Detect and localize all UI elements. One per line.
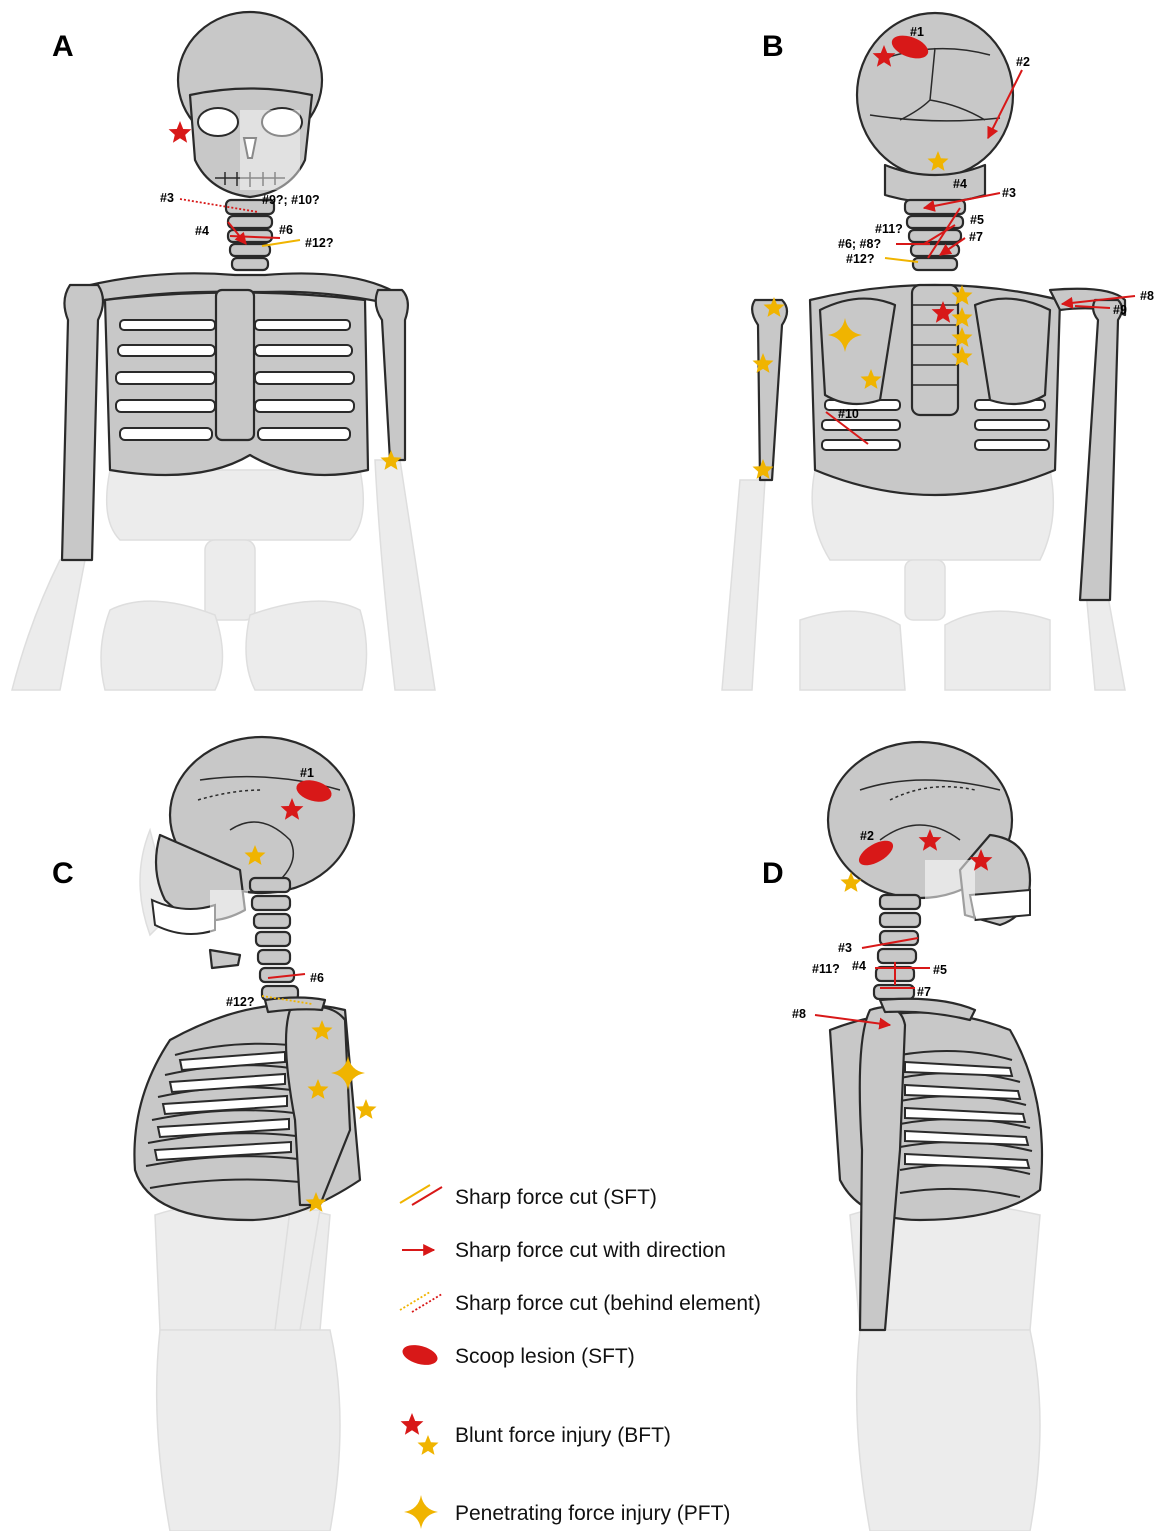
legend-cut-direction: Sharp force cut with direction (402, 1239, 726, 1262)
annotation: #4 (953, 177, 967, 191)
annotation: #11? (812, 962, 840, 976)
legend-label: Scoop lesion (SFT) (455, 1345, 635, 1368)
annotation: #12? (226, 995, 255, 1009)
legend: Sharp force cut (SFT) Sharp force cut wi… (400, 1185, 761, 1529)
annotation: #6; #8? (838, 237, 881, 251)
panel-label-d: D (762, 857, 784, 890)
panel-b: B (722, 13, 1154, 690)
annotation: #6 (310, 971, 324, 985)
blunt-star-yellow (356, 1099, 377, 1119)
legend-penetrating-force: Penetrating force injury (PFT) (404, 1495, 730, 1529)
cervical-spine-a (226, 200, 274, 270)
right-humerus-b (752, 300, 787, 480)
annotation: #10 (838, 407, 859, 421)
panel-d: D (762, 742, 1042, 1531)
panel-label-b: B (762, 30, 784, 63)
annotation: #5 (933, 963, 947, 977)
annotation: #7 (917, 985, 931, 999)
annotation: #2 (860, 829, 874, 843)
panel-label-a: A (52, 30, 74, 63)
annotation: #7 (969, 230, 983, 244)
panel-c: C (52, 737, 377, 1531)
annotation: #12? (846, 252, 875, 266)
annotation: #1 (910, 25, 924, 39)
legend-label: Penetrating force injury (PFT) (455, 1502, 730, 1525)
annotation: #9 (1113, 303, 1127, 317)
panel-label-c: C (52, 857, 74, 890)
legend-blunt-force: Blunt force injury (BFT) (401, 1413, 671, 1455)
annotation: #1 (300, 766, 314, 780)
annotation: #12? (305, 236, 334, 250)
annotation: #8 (792, 1007, 806, 1021)
annotation: #3 (838, 941, 852, 955)
cervical-spine-b (905, 200, 965, 270)
legend-label: Sharp force cut (behind element) (455, 1292, 761, 1315)
annotation: #6 (279, 223, 293, 237)
thorax-back (810, 285, 1060, 495)
legend-sharp-cut: Sharp force cut (SFT) (400, 1185, 657, 1209)
legend-label: Sharp force cut (SFT) (455, 1186, 657, 1209)
annotation: #4 (852, 959, 866, 973)
annotation: #8 (1140, 289, 1154, 303)
blunt-star-red (169, 121, 192, 143)
annotation: #11? (875, 222, 903, 236)
left-humerus-b (1080, 300, 1122, 600)
annotation: #9?; #10? (262, 193, 320, 207)
legend-label: Sharp force cut with direction (455, 1239, 726, 1262)
annotation: #5 (970, 213, 984, 227)
legend-label: Blunt force injury (BFT) (455, 1424, 671, 1447)
ghost-lower-body (722, 470, 1125, 690)
ribcage-a (105, 290, 368, 475)
legend-cut-behind: Sharp force cut (behind element) (400, 1292, 761, 1315)
legend-scoop-lesion: Scoop lesion (SFT) (400, 1342, 634, 1369)
cervical-spine-d (874, 895, 920, 999)
annotation: #3 (1002, 186, 1016, 200)
left-humerus-a (376, 290, 408, 460)
clavicle-c (265, 998, 325, 1013)
annotation: #4 (195, 224, 209, 238)
annotation: #2 (1016, 55, 1030, 69)
skull-back (857, 13, 1013, 203)
right-humerus-a (62, 285, 103, 560)
panel-a: A (12, 12, 435, 690)
annotation: #3 (160, 191, 174, 205)
skull-front (178, 12, 322, 197)
